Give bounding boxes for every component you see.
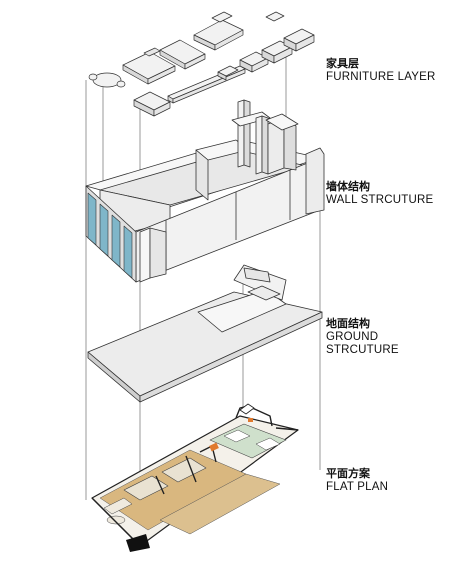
layer-label-wall: 墙体结构 WALL STRCUTURE bbox=[326, 180, 434, 207]
bed-left bbox=[122, 47, 176, 85]
layer-label-cn: 墙体结构 bbox=[326, 180, 370, 193]
wall-structure bbox=[85, 99, 325, 283]
layer-label-en: WALL STRCUTURE bbox=[326, 193, 434, 206]
round-table bbox=[88, 72, 126, 88]
flat-plan bbox=[91, 403, 299, 552]
cabinets bbox=[217, 28, 315, 81]
ground-structure bbox=[87, 264, 323, 403]
layer-label-cn: 地面结构 bbox=[326, 317, 370, 330]
layer-label-cn: 平面方案 bbox=[326, 467, 370, 480]
sofa bbox=[133, 91, 171, 117]
bed-center bbox=[159, 39, 206, 70]
layer-label-en: FURNITURE LAYER bbox=[326, 70, 436, 83]
layer-label-en: FLAT PLAN bbox=[326, 480, 389, 493]
layer-label-en: GROUND STRCUTURE bbox=[326, 330, 399, 356]
wardrobe bbox=[193, 11, 285, 51]
layer-label-furniture: 家具层 FURNITURE LAYER bbox=[326, 57, 436, 84]
layer-label-cn: 家具层 bbox=[326, 57, 359, 70]
glass-panels bbox=[87, 192, 133, 279]
bathroom-walls bbox=[231, 99, 299, 175]
layer-label-plan: 平面方案 FLAT PLAN bbox=[326, 467, 389, 494]
layer-label-ground: 地面结构 GROUND STRCUTURE bbox=[326, 317, 454, 357]
furniture-layer bbox=[88, 11, 315, 117]
